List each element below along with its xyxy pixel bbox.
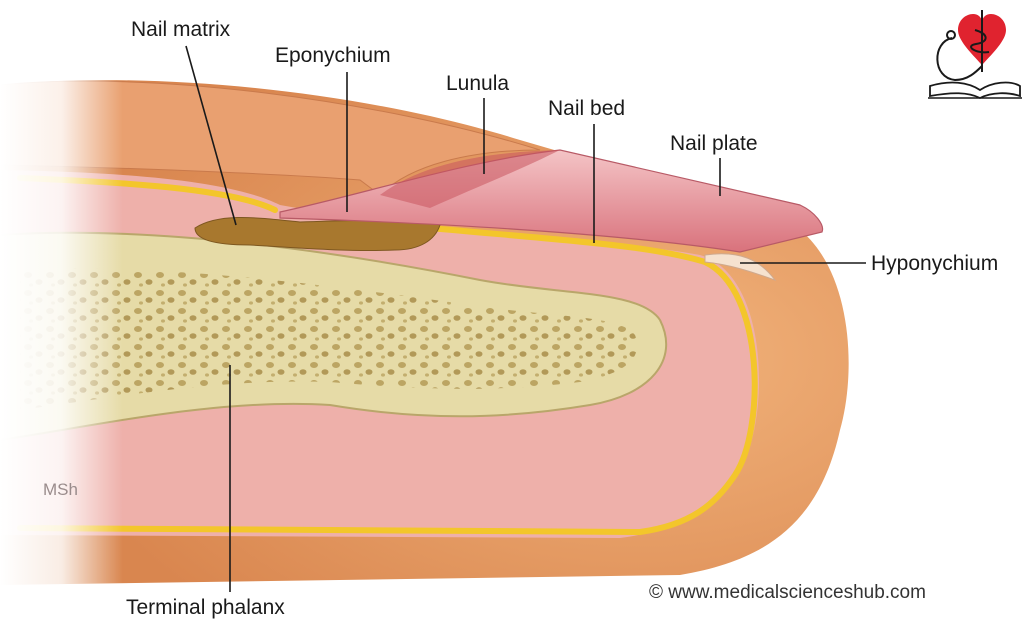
label-eponychium: Eponychium bbox=[275, 44, 391, 67]
stethoscope-chest-piece bbox=[946, 30, 956, 40]
leader-nail-matrix bbox=[185, 45, 237, 226]
stethoscope-icon bbox=[936, 37, 983, 82]
artist-signature: MSh bbox=[43, 480, 78, 499]
label-lunula: Lunula bbox=[446, 72, 510, 95]
snake-icon bbox=[970, 29, 990, 54]
label-nail-plate: Nail plate bbox=[670, 132, 758, 155]
left-fade bbox=[0, 60, 1024, 600]
label-nail-matrix: Nail matrix bbox=[131, 18, 231, 41]
medical-logo bbox=[928, 10, 1022, 100]
copyright-notice: © www.medicalscienceshub.com bbox=[649, 582, 926, 603]
label-nail-bed: Nail bed bbox=[548, 97, 626, 120]
label-hyponychium: Hyponychium bbox=[871, 252, 999, 275]
label-terminal-phalanx: Terminal phalanx bbox=[126, 596, 285, 619]
leader-lines bbox=[185, 45, 866, 592]
open-book-icon bbox=[929, 81, 1021, 100]
